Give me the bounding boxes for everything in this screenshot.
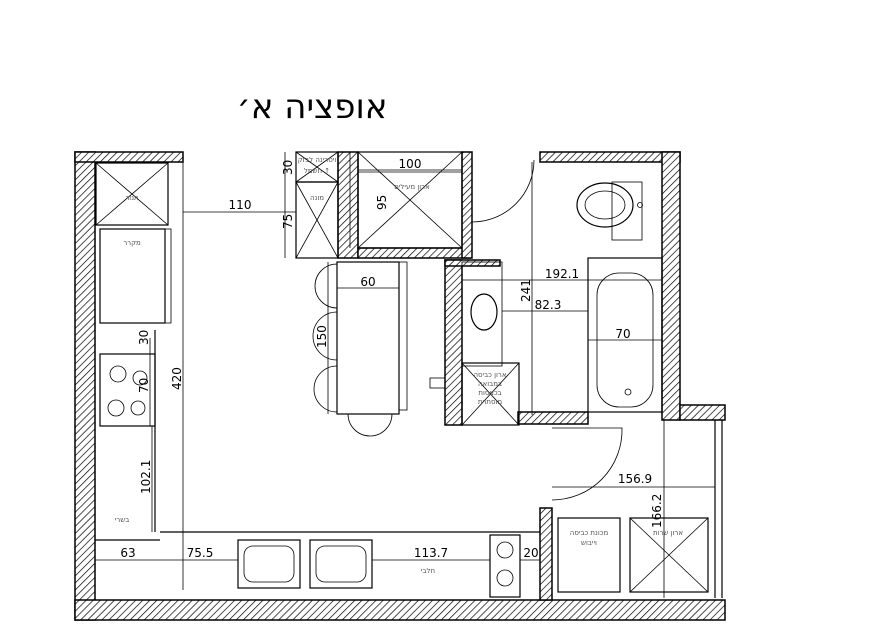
dim-241: 241 xyxy=(519,279,533,302)
dim-30: 30 xyxy=(281,160,295,175)
dim-82-3: 82.3 xyxy=(535,298,562,312)
dim-166-2: 166.2 xyxy=(650,494,664,528)
svg-text:וייבוש: וייבוש xyxy=(581,539,597,547)
fridge: מקרר xyxy=(99,228,172,324)
plan-title: אופציה א׳ xyxy=(237,87,388,127)
dim-102-1: 102.1 xyxy=(139,460,153,494)
dim-150: 150 xyxy=(315,325,329,348)
svg-text:בשרי: בשרי xyxy=(115,516,130,524)
svg-text:מכונת כביסה: מכונת כביסה xyxy=(570,529,609,537)
dim-95: 95 xyxy=(375,195,389,210)
dim-70-bath: 70 xyxy=(615,327,630,341)
svg-text:חשמל ↑: חשמל ↑ xyxy=(304,167,330,175)
bathroom-door xyxy=(551,427,623,501)
dim-192-1: 192.1 xyxy=(545,267,579,281)
sink-1 xyxy=(237,539,301,589)
svg-text:ארון שרות: ארון שרות xyxy=(653,529,683,537)
washer-dryer: מכונת כביסה וייבוש xyxy=(557,517,621,593)
meter-closet: מונה xyxy=(295,181,339,259)
svg-text:ארון כביסה: ארון כביסה xyxy=(473,371,506,379)
stove-right xyxy=(489,534,521,598)
laundry-closet: ארון כביסה במבואה בכניסות מוסתרת xyxy=(461,362,520,426)
svg-text:מקרר: מקרר xyxy=(123,239,141,247)
dim-100: 100 xyxy=(399,157,422,171)
dimension-lines xyxy=(95,152,715,598)
dim-30-stove: 30 xyxy=(137,330,151,345)
dim-70-stove: 70 xyxy=(137,378,151,393)
svg-text:חלבי: חלבי xyxy=(421,567,435,575)
dim-113-7: 113.7 xyxy=(414,546,448,560)
oven: תנור xyxy=(95,162,169,226)
service-closet: ארון שרות xyxy=(629,517,709,593)
dim-75-5: 75.5 xyxy=(187,546,214,560)
svg-text:במבואה: במבואה xyxy=(478,380,502,388)
dim-60: 60 xyxy=(360,275,375,289)
svg-text:תנור: תנור xyxy=(125,194,138,202)
vitrine: ויטרינה לבזק חשמל ↑ xyxy=(295,151,339,183)
bathroom-sink xyxy=(461,261,503,367)
coat-closet: ארון מעילים xyxy=(357,151,463,249)
dim-75: 75 xyxy=(281,214,295,229)
dim-20: 20 xyxy=(523,546,538,560)
svg-text:ויטרינה לבזק: ויטרינה לבזק xyxy=(298,156,337,164)
dim-420: 420 xyxy=(170,367,184,390)
entrance-door xyxy=(471,158,535,223)
svg-text:ארון מעילים: ארון מעילים xyxy=(394,183,430,191)
dim-110: 110 xyxy=(229,198,252,212)
toilet xyxy=(576,181,643,241)
sink-2 xyxy=(309,539,373,589)
svg-text:מוסתרת: מוסתרת xyxy=(478,398,503,406)
svg-text:בכניסות: בכניסות xyxy=(478,389,501,397)
dim-63: 63 xyxy=(120,546,135,560)
dim-156-9: 156.9 xyxy=(618,472,652,486)
svg-text:מונה: מונה xyxy=(310,194,324,202)
walls xyxy=(74,151,726,621)
